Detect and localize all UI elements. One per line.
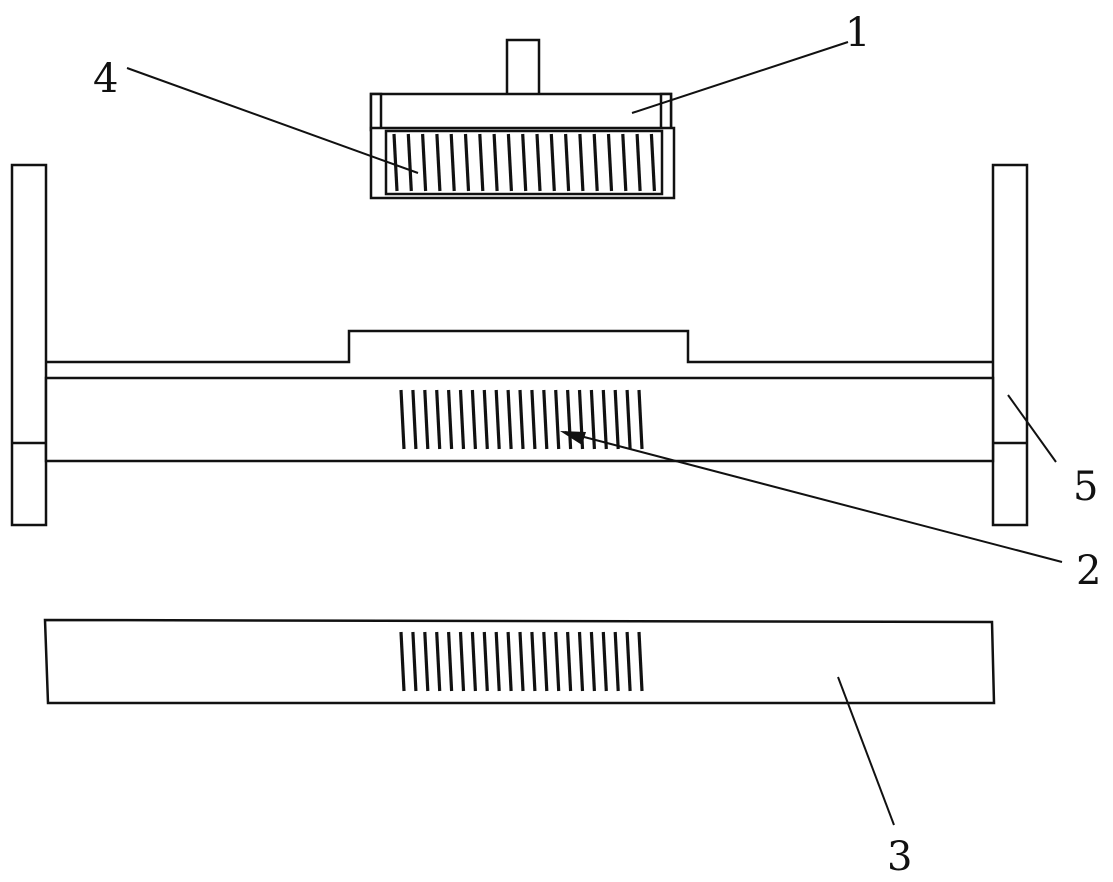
hatch-stroke	[613, 631, 620, 692]
hatch-stroke	[494, 631, 501, 692]
callout-4: 4	[93, 56, 118, 102]
hatch-stroke	[506, 389, 513, 450]
hatch-stroke	[535, 133, 542, 192]
hatch-stroke	[649, 133, 656, 192]
hatch-stroke	[635, 133, 642, 192]
part-3-hatching	[399, 631, 644, 692]
hatch-stroke	[601, 389, 608, 450]
hatch-stroke	[494, 389, 501, 450]
right-upright	[991, 163, 1029, 527]
leader-line-5	[1007, 394, 1057, 463]
part-1-upper-component	[369, 38, 673, 132]
hatch-stroke	[392, 133, 399, 192]
hatch-stroke	[399, 389, 406, 450]
callout-2: 2	[1076, 548, 1101, 594]
hatch-stroke	[406, 133, 413, 192]
hatch-stroke	[421, 133, 428, 192]
hatch-stroke	[564, 133, 571, 192]
hatch-stroke	[592, 133, 599, 192]
hatch-stroke	[449, 133, 456, 192]
hatch-stroke	[447, 389, 454, 450]
hatch-stroke	[411, 631, 418, 692]
callout-5: 5	[1073, 464, 1098, 510]
hatch-stroke	[577, 631, 585, 692]
hatch-stroke	[463, 133, 471, 192]
hatch-stroke	[549, 133, 556, 192]
callout-1: 1	[845, 10, 870, 56]
hatch-stroke	[606, 133, 614, 192]
hatch-stroke	[478, 133, 485, 192]
part-2-hatching	[399, 389, 644, 450]
hatch-stroke	[554, 389, 561, 450]
hatch-stroke	[482, 389, 489, 450]
hatch-stroke	[601, 631, 608, 692]
hatch-stroke	[506, 631, 513, 692]
hatch-stroke	[521, 133, 528, 192]
part-2-crossbar	[44, 376, 995, 463]
hatch-stroke	[613, 389, 620, 450]
leader-line-1	[631, 41, 849, 114]
leader-arrowhead-2	[560, 431, 586, 445]
hatch-stroke	[542, 631, 549, 692]
hatch-stroke	[542, 389, 549, 450]
hatch-stroke	[470, 631, 477, 692]
hatch-stroke	[399, 631, 406, 692]
hatch-stroke	[518, 631, 525, 692]
leader-line-4	[126, 67, 419, 174]
part-4-hatching	[392, 133, 656, 192]
hatch-stroke	[482, 631, 489, 692]
hatch-stroke	[554, 631, 561, 692]
part-1-side-cap-left	[369, 92, 383, 132]
hatch-stroke	[458, 389, 466, 450]
callout-3: 3	[887, 834, 912, 880]
hatch-stroke	[589, 631, 596, 692]
leader-line-2	[564, 431, 1063, 563]
hatch-stroke	[492, 133, 499, 192]
part-1-body	[369, 92, 673, 132]
hatch-stroke	[411, 389, 418, 450]
hatch-stroke	[506, 133, 513, 192]
hatch-stroke	[435, 133, 442, 192]
hatch-stroke	[637, 631, 644, 692]
hatch-stroke	[423, 631, 430, 692]
hatch-stroke	[566, 631, 573, 692]
hatch-stroke	[625, 389, 632, 450]
hatch-stroke	[530, 389, 537, 450]
leader-line-3	[837, 676, 895, 826]
part-3-lower-bar	[43, 618, 996, 705]
hatch-stroke	[518, 389, 525, 450]
hatch-stroke	[621, 133, 628, 192]
hatch-stroke	[435, 389, 442, 450]
part-3-bar	[43, 618, 996, 705]
frame-top-profile	[46, 329, 993, 364]
hatch-stroke	[458, 631, 466, 692]
hatch-stroke	[637, 389, 644, 450]
hatch-stroke	[447, 631, 454, 692]
part-1-stem	[505, 38, 541, 98]
hatch-stroke	[530, 631, 537, 692]
hatch-stroke	[578, 133, 585, 192]
left-upright	[10, 163, 48, 527]
main-frame	[10, 163, 1029, 527]
hatch-stroke	[566, 389, 573, 450]
hatch-stroke	[435, 631, 442, 692]
hatch-stroke	[625, 631, 632, 692]
part-1-side-cap-right	[659, 92, 673, 132]
hatch-stroke	[423, 389, 430, 450]
hatch-stroke	[470, 389, 477, 450]
part-4-hatched-block	[369, 126, 676, 200]
